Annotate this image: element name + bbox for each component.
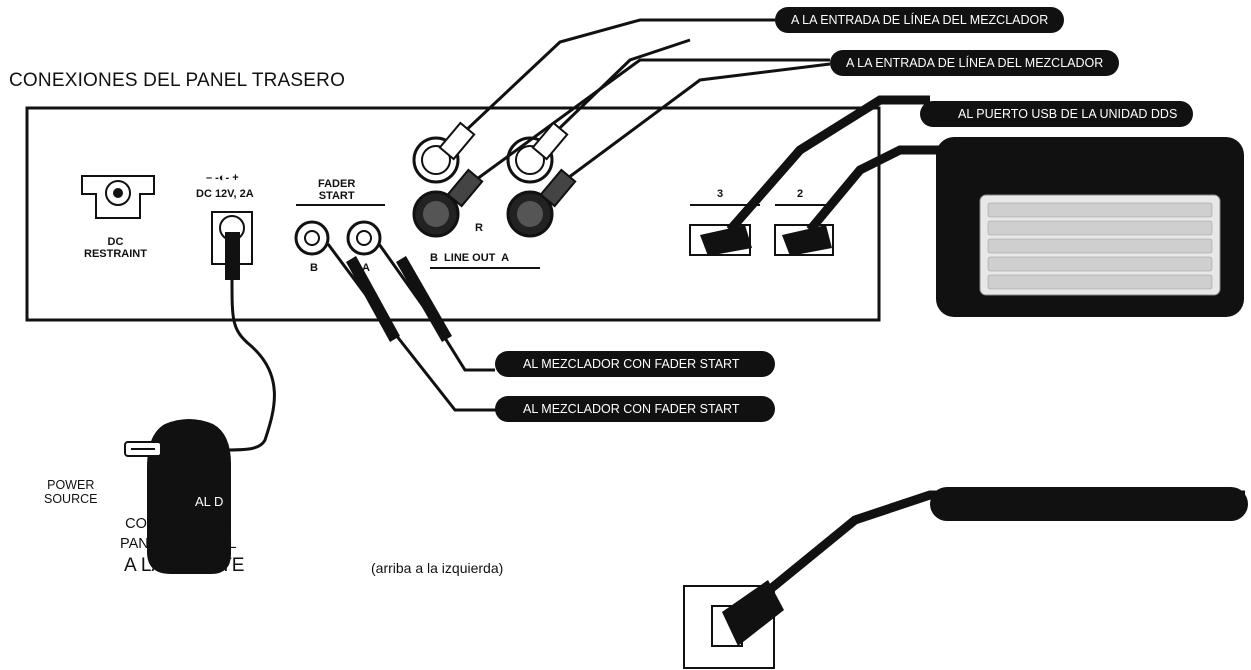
callout-mixer-line-in-1: A LA ENTRADA DE LÍNEA DEL MEZCLADOR [775, 7, 1065, 33]
dc-restraint-icon [81, 175, 155, 219]
power-plug-icon [124, 419, 231, 574]
rear-panel [25, 106, 881, 322]
callout-fader-start-1: AL MEZCLADOR CON FADER START [495, 351, 776, 377]
fader-start-cables [326, 243, 500, 412]
power-cable [224, 279, 276, 452]
diagram-title: CONEXIONES DEL PANEL TRASERO [9, 70, 346, 91]
usb-port-2-label: 2 [797, 188, 804, 200]
dc-polarity-label: – -◐- + [206, 172, 239, 184]
front-panel-connections-label: CON S DEL PANEL FRONTAL [120, 516, 237, 552]
callout-usb-dds: AL PUERTO USB DE LA UNIDAD DDS [920, 101, 1194, 127]
line-out-label: B LINE OUT A [430, 252, 510, 264]
upper-left-note: (arriba a la izquierda) [371, 560, 504, 576]
fader-start-label: FADER START [318, 178, 356, 202]
al-d-label: AL D [195, 494, 224, 509]
line-out-cables [438, 18, 831, 208]
rca-plug-icon [412, 136, 554, 269]
fader-a-label: A [362, 262, 370, 274]
callout-fader-start-2: AL MEZCLADOR CON FADER START [495, 396, 776, 422]
usb-connector-icon [689, 204, 835, 256]
power-source-label: POWER SOURCE [44, 478, 98, 506]
fader-start-jacks [294, 204, 385, 256]
dc-jack-icon [211, 211, 253, 280]
dc-input-label: DC 12V, 2A [196, 188, 254, 200]
line-out-r-label: R [475, 222, 483, 234]
keyboard-icon [936, 137, 1244, 317]
callout-mixer-line-in-2: A LA ENTRADA DE LÍNEA DEL MEZCLADOR [830, 50, 1120, 76]
usb-cables [726, 95, 940, 233]
front-usb-port-icon [683, 487, 1248, 669]
dc-restraint-label: DC RESTRAINT [84, 236, 147, 260]
fader-b-label: B [310, 262, 318, 274]
to-source-label: A LA FUENTE [124, 555, 245, 576]
usb-port-3-label: 3 [717, 188, 724, 200]
